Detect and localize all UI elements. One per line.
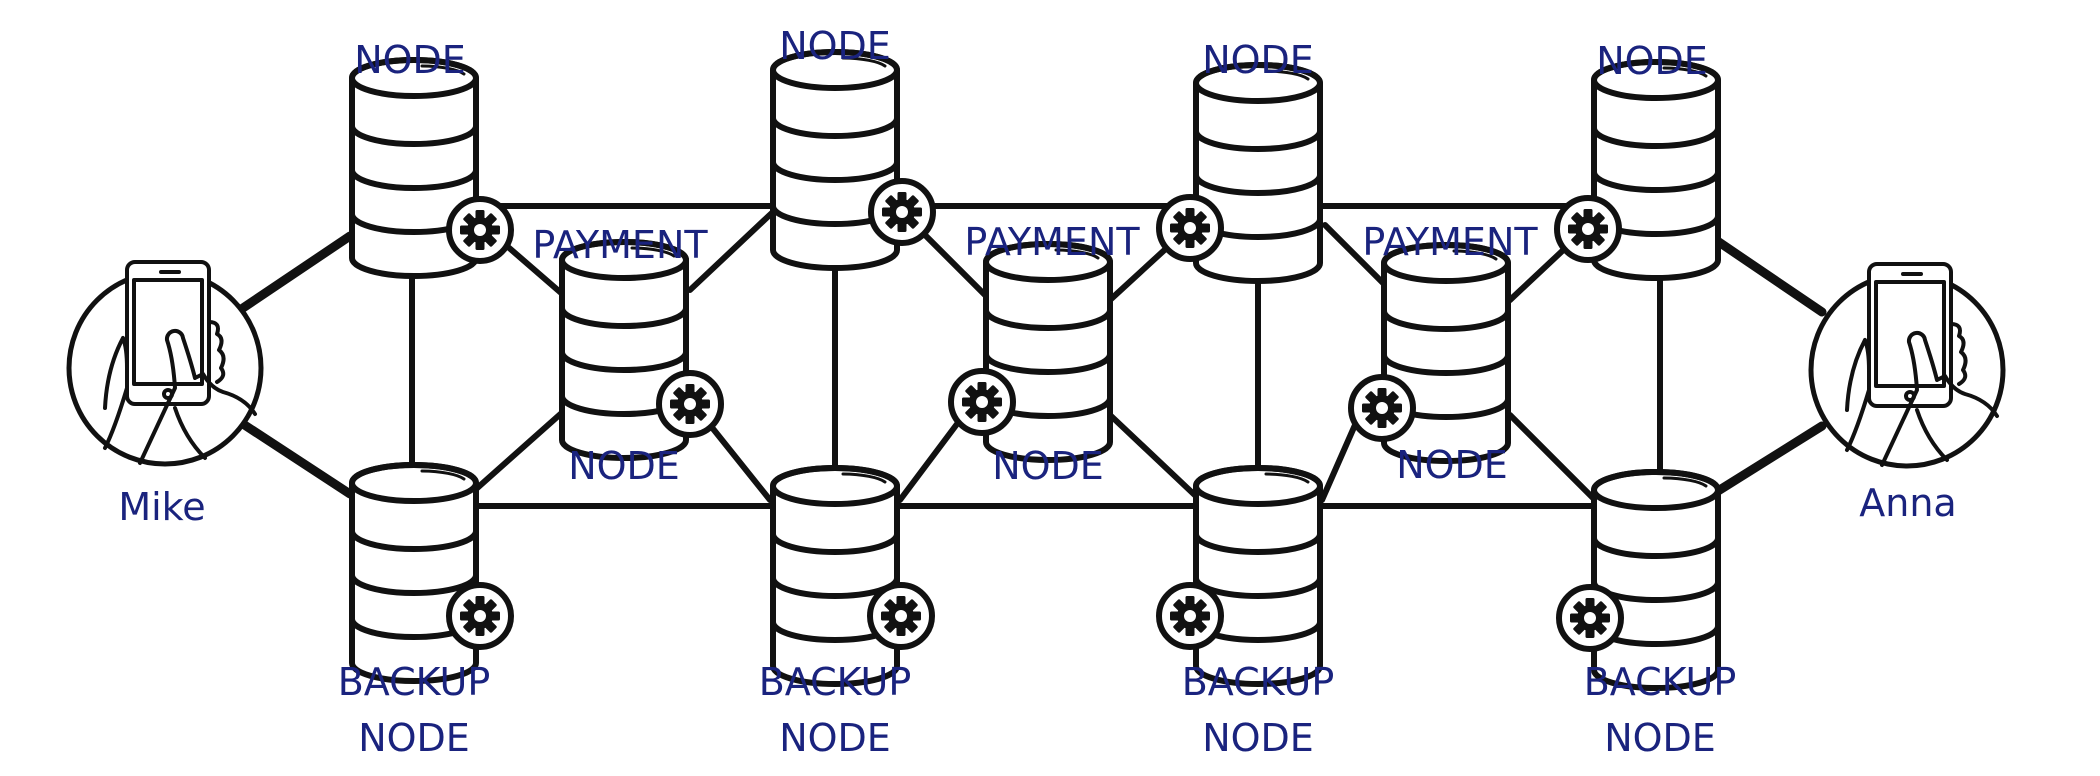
payment-label: PAYMENT xyxy=(532,223,708,267)
payment-node-1: PAYMENT NODE xyxy=(532,223,721,488)
gear-icon xyxy=(1557,198,1619,260)
node-top-2: NODE xyxy=(773,24,933,268)
edge-pay2-backup3 xyxy=(1107,412,1203,503)
backup-label-line2: NODE xyxy=(358,716,470,760)
node-top-1: NODE xyxy=(352,38,511,276)
node-label: NODE xyxy=(992,444,1104,488)
node-top-3: NODE xyxy=(1159,38,1320,281)
node-label: NODE xyxy=(1202,38,1314,82)
backup-label-line1: BACKUP xyxy=(1584,660,1737,704)
edge-pay1-backup2 xyxy=(707,422,773,503)
edge-mike-node1 xyxy=(235,231,355,315)
gear-icon xyxy=(449,585,511,647)
node-label: NODE xyxy=(1596,39,1708,83)
edge-backup3-pay3 xyxy=(1319,422,1358,503)
edge-node3-pay3 xyxy=(1322,222,1393,293)
backup-label-line2: NODE xyxy=(1202,716,1314,760)
edge-backup1-pay1 xyxy=(472,407,568,493)
database-icon xyxy=(773,468,897,684)
node-label: NODE xyxy=(568,444,680,488)
gear-icon xyxy=(871,181,933,243)
payment-label: PAYMENT xyxy=(964,220,1140,264)
backup-label-line1: BACKUP xyxy=(759,660,912,704)
gear-icon xyxy=(449,199,511,261)
payment-label: PAYMENT xyxy=(1362,220,1538,264)
node-label: NODE xyxy=(354,38,466,82)
gear-icon xyxy=(1159,197,1221,259)
edge-node4-anna xyxy=(1705,231,1827,317)
user-name-mike: Mike xyxy=(118,485,205,529)
payment-node-2: PAYMENT NODE xyxy=(951,220,1140,488)
backup-label-line1: BACKUP xyxy=(1182,660,1335,704)
gear-icon xyxy=(1351,377,1413,439)
node-label: NODE xyxy=(779,24,891,68)
backup-node-2: BACKUP NODE xyxy=(759,468,932,760)
node-label: NODE xyxy=(1396,443,1508,487)
edge-mike-backup1 xyxy=(235,417,355,499)
edge-node2-pay2 xyxy=(922,232,993,303)
user-mike: Mike xyxy=(69,262,261,529)
edge-pay3-backup4 xyxy=(1507,412,1598,503)
database-icon xyxy=(986,244,1110,460)
smartphone-icon xyxy=(1811,264,2003,466)
backup-node-3: BACKUP NODE xyxy=(1159,468,1334,760)
edge-backup2-pay2 xyxy=(897,417,963,503)
backup-label-line2: NODE xyxy=(1604,716,1716,760)
database-icon xyxy=(1594,472,1718,688)
edge-pay1-node2 xyxy=(687,207,778,293)
gear-icon xyxy=(870,585,932,647)
gear-icon xyxy=(1159,585,1221,647)
user-name-anna: Anna xyxy=(1859,481,1956,525)
payment-node-3: PAYMENT NODE xyxy=(1351,220,1538,487)
database-icon xyxy=(352,465,476,681)
backup-node-1: BACKUP NODE xyxy=(338,465,511,760)
network-edges xyxy=(235,203,1827,509)
gear-icon xyxy=(1559,587,1621,649)
backup-label-line2: NODE xyxy=(779,716,891,760)
backup-label-line1: BACKUP xyxy=(338,660,491,704)
edge-backup4-anna xyxy=(1705,421,1827,501)
gear-icon xyxy=(659,373,721,435)
user-anna: Anna xyxy=(1811,264,2003,525)
backup-node-4: BACKUP NODE xyxy=(1559,472,1736,760)
gear-icon xyxy=(951,371,1013,433)
database-icon xyxy=(1196,468,1320,684)
node-top-4: NODE xyxy=(1557,39,1718,278)
smartphone-icon xyxy=(69,262,261,464)
